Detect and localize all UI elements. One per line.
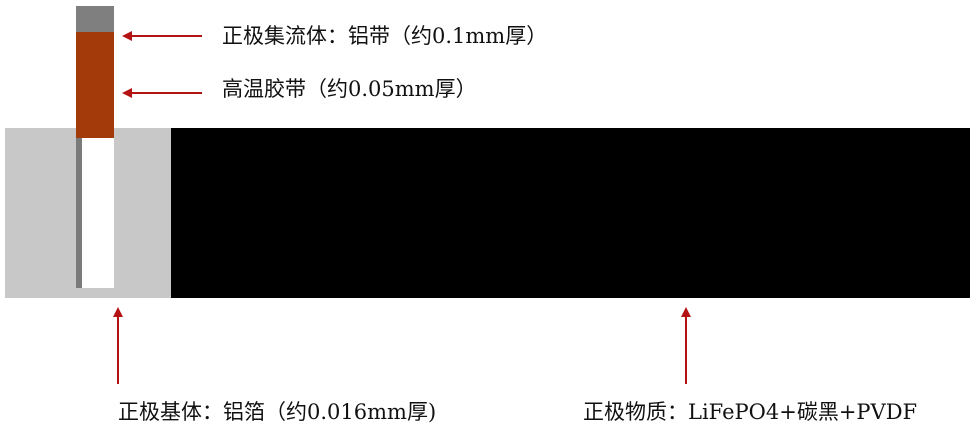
aluminum-tab-body: [82, 138, 114, 288]
label-aluminum-foil: 正极基体：铝箔（约0.016mm厚): [118, 400, 437, 424]
aluminum-tab-shadow: [76, 138, 82, 288]
high-temp-tape: [76, 32, 114, 138]
aluminum-tab-top: [76, 6, 114, 32]
label-high-temp-tape: 高温胶带（约0.05mm厚）: [222, 77, 477, 101]
label-active-material: 正极物质：LiFePO4+碳黑+PVDF: [583, 400, 918, 424]
active-material-layer: [171, 128, 970, 298]
label-aluminum-tab: 正极集流体：铝带（约0.1mm厚）: [222, 24, 548, 48]
